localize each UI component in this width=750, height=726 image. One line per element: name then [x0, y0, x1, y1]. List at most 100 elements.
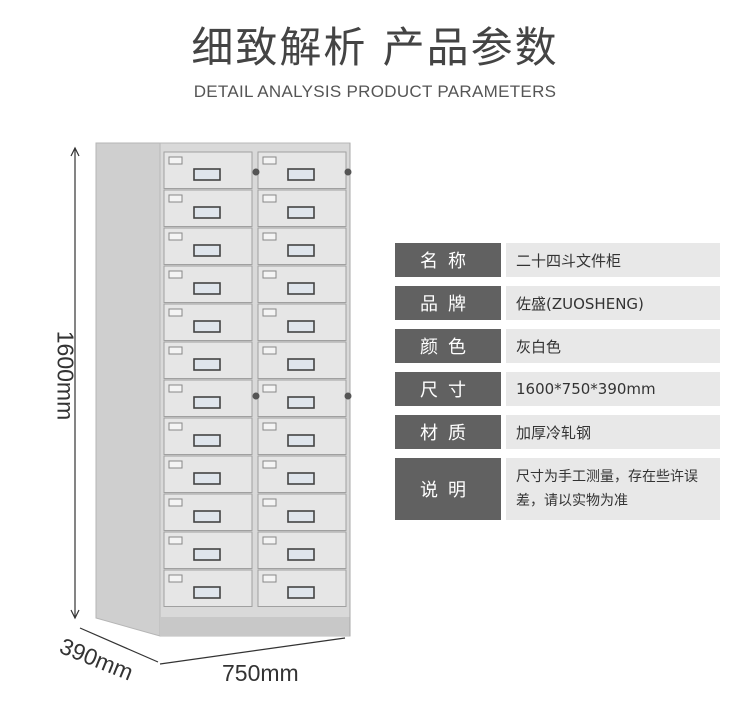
param-row-material: 材质 加厚冷轧钢 — [395, 415, 720, 449]
label-holder — [168, 232, 183, 241]
label-holder — [168, 422, 183, 431]
label-holder — [262, 308, 277, 317]
drawer — [163, 341, 253, 379]
drawer — [163, 569, 253, 607]
drawer-handle — [287, 206, 315, 219]
drawer — [257, 189, 347, 227]
drawer — [257, 531, 347, 569]
drawer — [257, 227, 347, 265]
param-label: 颜色 — [395, 329, 501, 363]
drawer — [257, 151, 347, 189]
label-holder — [262, 270, 277, 279]
drawer-handle — [193, 282, 221, 295]
lock-icon — [252, 168, 260, 176]
lock-icon — [344, 168, 352, 176]
width-dimension-label: 750mm — [222, 660, 299, 686]
drawer — [257, 341, 347, 379]
param-label: 尺寸 — [395, 372, 501, 406]
drawer-handle — [193, 168, 221, 181]
drawer-handle — [193, 472, 221, 485]
param-value: 尺寸为手工测量，存在些许误差，请以实物为准 — [506, 458, 720, 520]
dimension-lines — [70, 146, 346, 665]
page-subtitle: DETAIL ANALYSIS PRODUCT PARAMETERS — [193, 82, 557, 101]
param-label: 名称 — [395, 243, 501, 277]
label-holder — [168, 270, 183, 279]
drawer — [163, 303, 253, 341]
drawer-handle — [193, 434, 221, 447]
drawer — [257, 303, 347, 341]
drawer — [163, 417, 253, 455]
param-row-size: 尺寸 1600*750*390mm — [395, 372, 720, 406]
lock-icon — [344, 392, 352, 400]
param-row-color: 颜色 灰白色 — [395, 329, 720, 363]
drawer — [257, 569, 347, 607]
height-dimension-label: 1600mm — [52, 330, 79, 421]
drawer — [257, 417, 347, 455]
param-label: 说明 — [395, 458, 501, 520]
label-holder — [262, 422, 277, 431]
param-row-brand: 品牌 佐盛(ZUOSHENG) — [395, 286, 720, 320]
drawer — [163, 493, 253, 531]
label-holder — [168, 498, 183, 507]
param-label: 品牌 — [395, 286, 501, 320]
drawer-handle — [193, 586, 221, 599]
label-holder — [262, 574, 277, 583]
drawer-handle — [287, 472, 315, 485]
drawer-handle — [287, 396, 315, 409]
drawer-handle — [193, 244, 221, 257]
drawer — [257, 455, 347, 493]
drawer-handle — [193, 358, 221, 371]
drawer-handle — [287, 586, 315, 599]
page-title: 细致解析 产品参数 — [191, 23, 559, 72]
label-holder — [168, 460, 183, 469]
param-value: 二十四斗文件柜 — [506, 243, 720, 277]
label-holder — [262, 384, 277, 393]
drawer-handle — [193, 396, 221, 409]
drawer — [163, 531, 253, 569]
lock-icon — [252, 392, 260, 400]
param-row-note: 说明 尺寸为手工测量，存在些许误差，请以实物为准 — [395, 458, 720, 520]
param-value: 1600*750*390mm — [506, 372, 720, 406]
parameters-table: 名称 二十四斗文件柜 品牌 佐盛(ZUOSHENG) 颜色 灰白色 尺寸 160… — [395, 243, 720, 529]
drawer-handle — [287, 510, 315, 523]
drawer — [257, 265, 347, 303]
drawer — [257, 379, 347, 417]
param-value: 加厚冷轧钢 — [506, 415, 720, 449]
label-holder — [168, 384, 183, 393]
label-holder — [262, 346, 277, 355]
label-holder — [168, 346, 183, 355]
drawer-handle — [287, 548, 315, 561]
param-value: 灰白色 — [506, 329, 720, 363]
drawer-handle — [193, 510, 221, 523]
label-holder — [262, 536, 277, 545]
drawer-handle — [193, 320, 221, 333]
drawer-handle — [287, 244, 315, 257]
label-holder — [168, 308, 183, 317]
label-holder — [168, 574, 183, 583]
param-label: 材质 — [395, 415, 501, 449]
label-holder — [262, 156, 277, 165]
drawer-handle — [287, 358, 315, 371]
drawer — [163, 227, 253, 265]
drawer — [163, 455, 253, 493]
label-holder — [168, 194, 183, 203]
label-holder — [168, 156, 183, 165]
label-holder — [262, 460, 277, 469]
drawer — [163, 151, 253, 189]
drawer — [257, 493, 347, 531]
param-row-name: 名称 二十四斗文件柜 — [395, 243, 720, 277]
label-holder — [168, 536, 183, 545]
drawer-handle — [287, 282, 315, 295]
drawer-handle — [287, 320, 315, 333]
drawer-handle — [287, 434, 315, 447]
drawer — [163, 265, 253, 303]
drawer — [163, 189, 253, 227]
drawer-handle — [193, 206, 221, 219]
drawer-handle — [193, 548, 221, 561]
param-value: 佐盛(ZUOSHENG) — [506, 286, 720, 320]
drawer — [163, 379, 253, 417]
label-holder — [262, 498, 277, 507]
drawer-grid — [163, 151, 352, 607]
label-holder — [262, 232, 277, 241]
